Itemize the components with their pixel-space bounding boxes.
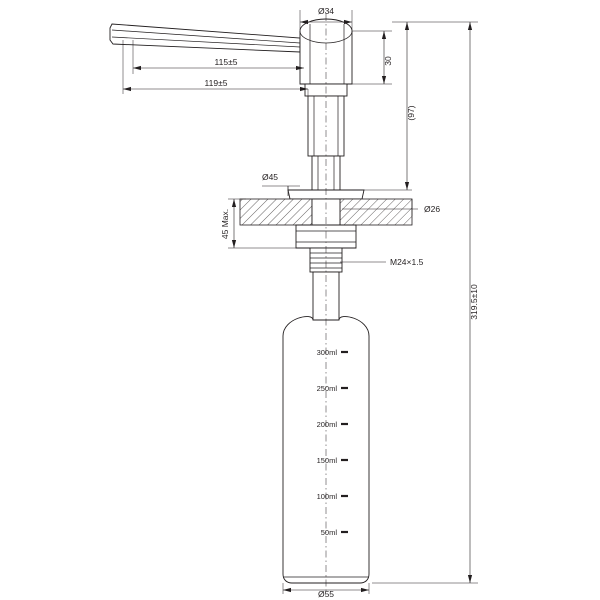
label-flange-diameter: Ø45 xyxy=(262,172,278,182)
dimension-annotations xyxy=(122,10,478,594)
label-pump-length-outer: 119±5 xyxy=(205,78,228,88)
volume-label-100: 100ml xyxy=(317,492,338,501)
label-bottle-diameter: Ø55 xyxy=(318,589,334,599)
label-spout-diameter: Ø34 xyxy=(318,6,334,16)
volume-label-200: 200ml xyxy=(317,420,338,429)
dimension-labels: Ø34 30 (97) 115±5 119±5 Ø45 Ø26 45 Max. … xyxy=(205,6,479,599)
volume-label-250: 250ml xyxy=(317,384,338,393)
volume-label-300: 300ml xyxy=(317,348,338,357)
label-thread: M24×1.5 xyxy=(390,257,424,267)
label-head-height-ref: (97) xyxy=(406,105,416,120)
dispenser-geometry xyxy=(109,14,413,592)
label-pump-length-inner: 115±5 xyxy=(215,57,238,67)
label-tube-diameter: Ø26 xyxy=(424,204,440,214)
label-counter-thickness: 45 Max. xyxy=(220,209,230,239)
label-total-height: 319.5±10 xyxy=(469,284,479,320)
volume-label-50: 50ml xyxy=(321,528,338,537)
volume-label-150: 150ml xyxy=(317,456,338,465)
volume-labels: 300ml 250ml 200ml 150ml 100ml 50ml xyxy=(317,348,338,537)
spout-arm xyxy=(109,23,301,53)
label-spout-height: 30 xyxy=(383,56,393,66)
countertop-section xyxy=(239,198,413,226)
volume-graduations xyxy=(341,350,348,534)
